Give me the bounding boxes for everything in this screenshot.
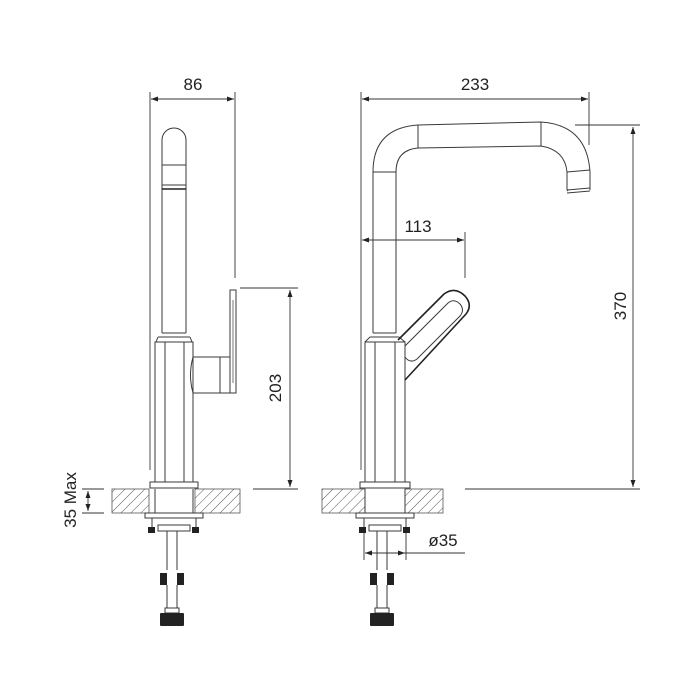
side-spout	[155, 127, 193, 343]
dimension-label-233: 233	[461, 75, 489, 94]
front-body	[359, 336, 411, 489]
dimension-lever-offset-113: 113	[362, 217, 466, 278]
dimension-reach-233: 233	[360, 75, 590, 470]
front-countertop	[321, 488, 444, 514]
dimension-hole-diameter-35: ø35	[363, 531, 465, 560]
dimension-label-113: 113	[404, 217, 431, 236]
front-view: 233 113	[321, 75, 640, 626]
side-countertop	[111, 488, 241, 514]
side-lever	[190, 289, 237, 394]
front-lever	[397, 289, 471, 381]
dimension-mount-35-max: 35 Max	[61, 472, 104, 528]
dimension-label-35-max: 35 Max	[61, 472, 80, 528]
side-view: 86	[61, 75, 298, 626]
dimension-label-370: 370	[611, 292, 630, 320]
dimension-label-86: 86	[184, 75, 203, 94]
dimension-lever-height-203: 203	[240, 287, 298, 490]
dimension-total-height-370: 370	[465, 124, 640, 490]
side-fixing-kit	[144, 512, 204, 626]
dimension-label-diameter-35: ø35	[428, 531, 457, 550]
dimension-label-203: 203	[266, 374, 285, 402]
side-body	[149, 341, 199, 489]
front-spout	[370, 121, 591, 338]
front-fixing-kit	[355, 512, 415, 626]
